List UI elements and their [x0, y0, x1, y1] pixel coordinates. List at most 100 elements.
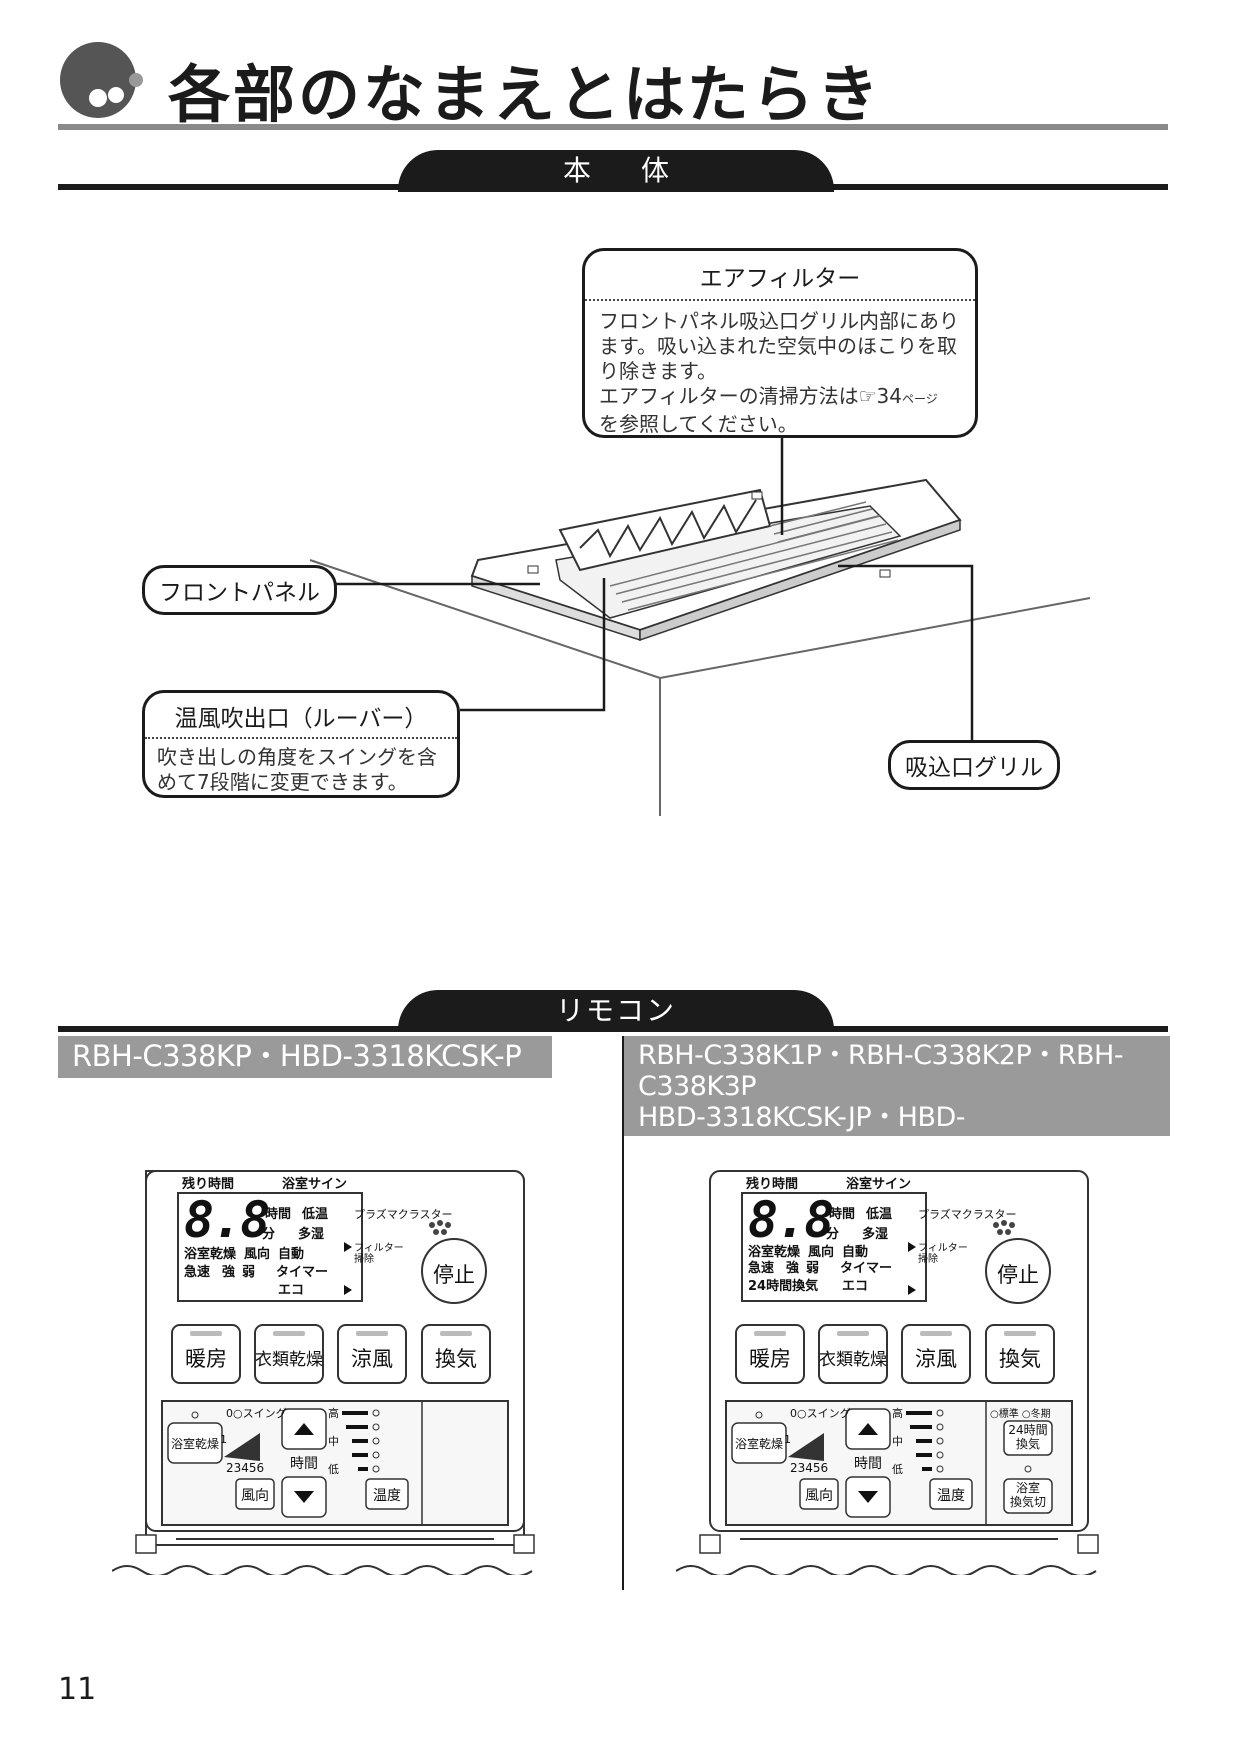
- air-filter-desc-line: を参照してください。: [599, 412, 798, 436]
- low-temp-label: 低温: [866, 1207, 893, 1222]
- wind-dir-indicator: 風向: [244, 1247, 271, 1262]
- rapid-indicator: 急速: [748, 1261, 775, 1276]
- winter-label: ○冬期: [1021, 1409, 1051, 1420]
- section-tab-body: 本体: [398, 150, 834, 192]
- remaining-time-label: 残り時間: [746, 1177, 799, 1192]
- dotted-divider: [145, 737, 457, 739]
- swing-label: 0○スイング: [790, 1407, 851, 1420]
- model-label-right: RBH-C338K1P・RBH-C338K2P・RBH-C338K3P HBD-…: [624, 1036, 1170, 1195]
- page-title: 各部のなまえとはたらき: [168, 58, 882, 131]
- remaining-time-label: 残り時間: [182, 1177, 235, 1192]
- page-header: 各部のなまえとはたらき: [58, 40, 1168, 131]
- air-filter-desc-line: ます。吸い込まれた空気中のほこりを取: [599, 334, 957, 358]
- louver-description: 吹き出しの角度をスイングを含 めて7段階に変更できます。: [145, 739, 457, 801]
- temp-button[interactable]: 温度: [937, 1488, 965, 1504]
- model-label-left: RBH-C338KP・HBD-3318KCSK-P: [58, 1036, 552, 1078]
- filter-clean-line: フィルター: [918, 1243, 968, 1254]
- unit-illustration: [309, 436, 1091, 816]
- weak-indicator: 弱: [806, 1261, 820, 1276]
- air-filter-description: フロントパネル吸込口グリル内部にあり ます。吸い込まれた空気中のほこりを取 り除…: [585, 301, 975, 445]
- swing-level-1: 1: [784, 1433, 791, 1446]
- hour-label: 時間: [265, 1207, 292, 1222]
- level-low-label: 低: [892, 1463, 903, 1476]
- minute-label: 分: [262, 1227, 276, 1242]
- model-line: RBH-C338K1P・RBH-C338K2P・RBH-C338K3P: [638, 1040, 1124, 1102]
- wind-dir-button[interactable]: 風向: [805, 1488, 833, 1504]
- heating-button[interactable]: 暖房: [185, 1347, 227, 1371]
- time-label: 時間: [854, 1456, 882, 1472]
- laundry-dry-button[interactable]: 衣類乾燥: [819, 1350, 887, 1370]
- plasma-label: プラズマクラスター: [918, 1208, 1017, 1221]
- strong-indicator: 強: [786, 1261, 800, 1276]
- filter-clean-label: フィルター掃除: [354, 1243, 404, 1265]
- vent-24h-btn-line: 換気: [1015, 1437, 1040, 1451]
- ventilation-button[interactable]: 換気: [435, 1347, 477, 1371]
- page-reference-link[interactable]: ☞34: [858, 384, 902, 408]
- level-mid-label: 中: [892, 1435, 903, 1448]
- plasma-label: プラズマクラスター: [354, 1208, 453, 1221]
- bath-vent-off-line: 換気切: [1009, 1495, 1046, 1509]
- cool-breeze-button[interactable]: 涼風: [915, 1347, 957, 1371]
- weak-indicator: 弱: [242, 1265, 256, 1280]
- louver-desc-line: 吹き出しの角度をスイングを含: [157, 745, 437, 769]
- section-tab-remote: リモコン: [398, 990, 834, 1032]
- segment-display: 8.8: [748, 1191, 834, 1249]
- bath-sign-label: 浴室サイン: [282, 1177, 348, 1192]
- louver-desc-line: めて7段階に変更できます。: [157, 770, 408, 794]
- air-filter-title: エアフィルター: [699, 266, 861, 292]
- air-filter-desc-text: エアフィルターの清掃方法は: [599, 384, 859, 408]
- time-label: 時間: [290, 1456, 318, 1472]
- level-high-label: 高: [328, 1407, 339, 1420]
- remote-right: 残り時間 浴室サイン 8.8 時間 低温 分 多湿 プラズマクラスター フィルタ…: [676, 1165, 1116, 1575]
- remote-column-divider: [622, 1036, 624, 1590]
- bath-dry-button[interactable]: 浴室乾燥: [170, 1437, 219, 1451]
- strong-indicator: 強: [222, 1265, 236, 1280]
- hour-label: 時間: [829, 1207, 856, 1222]
- bath-dry-button[interactable]: 浴室乾燥: [734, 1437, 783, 1451]
- vent-24h-btn-line: 24時間: [1008, 1423, 1048, 1437]
- air-filter-desc-line: エアフィルターの清掃方法は☞34ページ: [599, 384, 961, 412]
- level-low-label: 低: [328, 1463, 339, 1476]
- filter-clean-line: 掃除: [354, 1254, 374, 1265]
- cool-breeze-button[interactable]: 涼風: [351, 1347, 393, 1371]
- timer-indicator: タイマー: [276, 1265, 329, 1280]
- callout-louver: 温風吹出口（ルーバー） 吹き出しの角度をスイングを含 めて7段階に変更できます。: [142, 690, 460, 798]
- swing-levels: 23456: [790, 1461, 829, 1475]
- wind-dir-indicator: 風向: [808, 1245, 835, 1260]
- louver-title: 温風吹出口（ルーバー）: [174, 706, 428, 732]
- humid-label: 多湿: [298, 1227, 325, 1242]
- low-temp-label: 低温: [302, 1207, 329, 1222]
- section-bullet-icon: [60, 42, 143, 118]
- vent-24h-indicator: 24時間換気: [748, 1279, 819, 1294]
- eco-indicator: エコ: [842, 1279, 869, 1294]
- bath-sign-label: 浴室サイン: [846, 1177, 912, 1192]
- temp-button[interactable]: 温度: [373, 1488, 401, 1504]
- laundry-dry-button[interactable]: 衣類乾燥: [255, 1350, 323, 1370]
- vent-24h-button[interactable]: 24時間換気: [1004, 1423, 1052, 1451]
- stop-button[interactable]: 停止: [433, 1263, 475, 1287]
- callout-air-filter: エアフィルター フロントパネル吸込口グリル内部にあり ます。吸い込まれた空気中の…: [582, 248, 978, 438]
- heating-button[interactable]: 暖房: [749, 1347, 791, 1371]
- dotted-divider: [585, 299, 975, 301]
- air-filter-desc-line: フロントパネル吸込口グリル内部にあり: [599, 309, 959, 333]
- swing-levels: 23456: [226, 1461, 265, 1475]
- segment-display: 8.8: [184, 1191, 270, 1249]
- title-divider: [58, 124, 1168, 130]
- auto-indicator: 自動: [842, 1245, 869, 1260]
- humid-label: 多湿: [862, 1227, 889, 1242]
- ventilation-button[interactable]: 換気: [999, 1347, 1041, 1371]
- page-number: 11: [58, 1672, 97, 1707]
- remote-left: 残り時間 浴室サイン 8.8 時間 低温 分 多湿 プラズマクラスター フィルタ…: [112, 1165, 552, 1575]
- filter-clean-line: 掃除: [918, 1254, 938, 1265]
- remote-right-body: [676, 1170, 1099, 1575]
- level-mid-label: 中: [328, 1435, 339, 1448]
- bath-vent-off-line: 浴室: [1015, 1481, 1040, 1495]
- label-intake-grille: 吸込口グリル: [888, 740, 1060, 790]
- bath-vent-off-button[interactable]: 浴室換気切: [1004, 1481, 1052, 1509]
- bath-dry-indicator: 浴室乾燥: [184, 1247, 237, 1262]
- standard-mode-label: ○標準 ○冬期: [990, 1405, 1051, 1420]
- swing-label: 0○スイング: [226, 1407, 287, 1420]
- wind-dir-button[interactable]: 風向: [241, 1488, 269, 1504]
- stop-button[interactable]: 停止: [997, 1263, 1039, 1287]
- filter-clean-label: フィルター掃除: [918, 1243, 968, 1265]
